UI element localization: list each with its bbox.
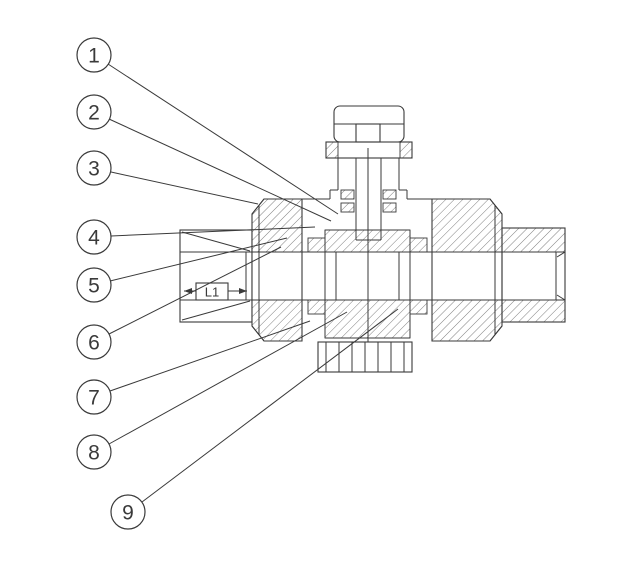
callout-9-label: 9	[122, 502, 134, 525]
seat-top-left	[307, 237, 326, 253]
callout-4: 4	[76, 219, 112, 255]
callout-5-circle	[76, 267, 112, 303]
leader-line-5	[109, 237, 288, 282]
left-socket-chamfer-bottom	[181, 300, 251, 321]
dimension-label: L1	[205, 285, 219, 300]
callout-6: 6	[76, 324, 112, 360]
ball-hatch-top	[324, 229, 411, 253]
stem-packing-right-2	[382, 202, 397, 213]
bottom-plug	[317, 341, 413, 373]
callout-7: 7	[76, 379, 112, 415]
callout-8-circle	[76, 434, 112, 470]
callout-8-label: 8	[88, 442, 100, 465]
right-connector-hatch-top	[501, 227, 566, 253]
callout-3-circle	[76, 150, 112, 186]
seat-bottom-left	[307, 299, 326, 315]
leader-line-3	[110, 171, 259, 205]
callout-6-circle	[76, 324, 112, 360]
left-union-nut	[251, 198, 303, 342]
left-connector-outline	[179, 229, 253, 323]
right-end-connector	[501, 227, 566, 323]
callout-8: 8	[76, 434, 112, 470]
leader-lines	[107, 63, 399, 503]
stem-assembly	[325, 105, 413, 241]
leader-line-7	[109, 320, 311, 392]
callouts: 1 2 3 4 5 6 7 8	[76, 37, 146, 530]
callout-2-label: 2	[88, 102, 100, 125]
stem-collar	[325, 141, 413, 159]
stem-packing-left-2	[340, 202, 355, 213]
leader-line-9	[141, 308, 399, 503]
callout-3: 3	[76, 150, 112, 186]
left-end-connector	[179, 229, 253, 323]
callout-2-circle	[76, 94, 112, 130]
leader-line-2	[108, 118, 332, 222]
callout-1-circle	[76, 37, 112, 73]
callout-4-label: 4	[88, 227, 100, 250]
valve-drawing	[179, 105, 566, 373]
leader-line-4	[110, 226, 316, 237]
dimension-label-box	[195, 282, 229, 301]
callout-7-circle	[76, 379, 112, 415]
right-connector-hatch-bottom	[501, 299, 566, 323]
leader-line-6	[108, 246, 282, 335]
callout-5: 5	[76, 267, 112, 303]
right-mouth-chamfer-bottom	[556, 294, 566, 301]
leader-line-1	[107, 63, 339, 215]
right-nut-hatch-bottom	[431, 299, 503, 342]
callout-9: 9	[110, 494, 146, 530]
stem-packing-left-1	[340, 189, 355, 200]
callout-7-label: 7	[88, 387, 100, 410]
stem-packing-right-1	[382, 189, 397, 200]
seat-bottom-right	[409, 299, 428, 315]
leader-line-8	[108, 311, 348, 445]
left-socket-chamfer-top	[181, 231, 251, 252]
callout-3-label: 3	[88, 158, 100, 181]
callout-1-label: 1	[88, 45, 100, 68]
ball-seats	[307, 237, 428, 315]
right-nut-hatch-top	[431, 198, 503, 253]
callout-4-circle	[76, 219, 112, 255]
callout-5-label: 5	[88, 275, 100, 298]
left-nut-hatch-top	[251, 198, 303, 253]
callout-9-circle	[110, 494, 146, 530]
right-mouth-chamfer-top	[556, 251, 566, 258]
left-nut-hatch-bottom	[251, 299, 303, 342]
dimension-arrow-right	[239, 288, 247, 294]
valve-body	[302, 158, 432, 200]
stem-collar-hatch-right	[399, 141, 413, 159]
callout-2: 2	[76, 94, 112, 130]
dimension-l1: L1	[184, 282, 247, 301]
callout-1: 1	[76, 37, 112, 73]
right-union-nut	[431, 198, 503, 342]
seat-top-right	[409, 237, 428, 253]
stem-collar-hatch-left	[325, 141, 339, 159]
callout-6-label: 6	[88, 332, 100, 355]
